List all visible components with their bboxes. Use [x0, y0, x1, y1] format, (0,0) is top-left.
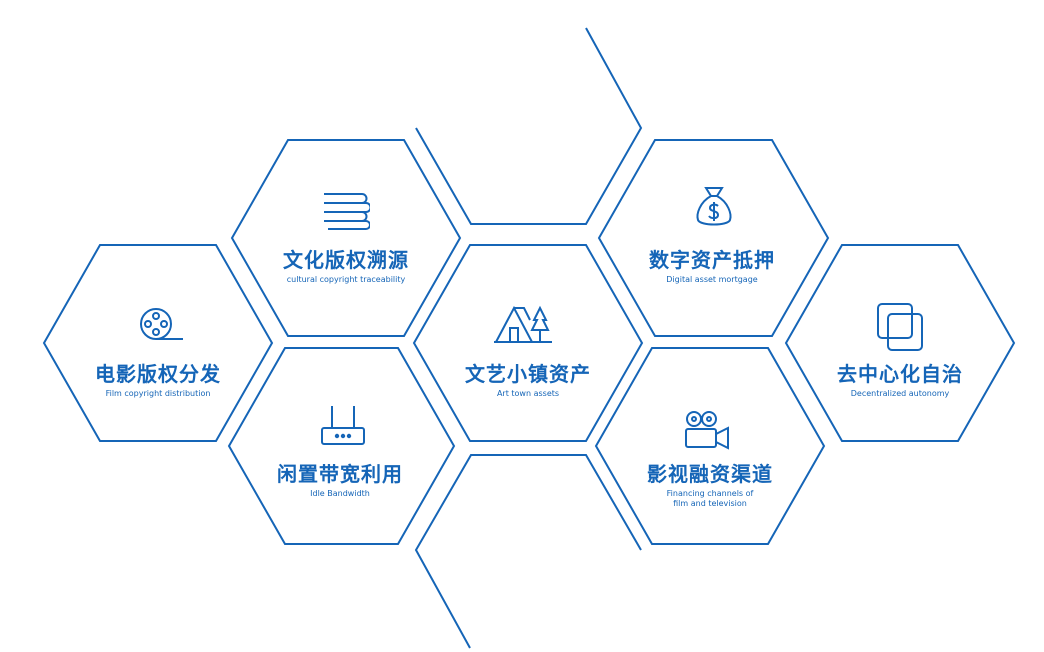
film-reel-icon: [138, 308, 184, 342]
layers-icon: [876, 302, 924, 352]
hex-outline-art-town: [412, 244, 644, 442]
hex-title: 数字资产抵押: [649, 248, 775, 272]
partial-hex-bottom: [414, 454, 642, 649]
hex-subtitle: Art town assets: [496, 389, 560, 398]
hex-subtitle: Digital asset mortgage: [666, 275, 758, 284]
hex-asset-mortgage: 数字资产抵押 Digital asset mortgage: [612, 248, 812, 285]
hex-outline-asset-mortgage: [597, 139, 830, 337]
hex-outline-film-distribution: [42, 244, 274, 442]
hex-title: 闲置带宽利用: [277, 462, 403, 486]
hex-title: 去中心化自治: [837, 362, 963, 386]
hex-title: 文化版权溯源: [283, 248, 409, 272]
movie-camera-icon: [684, 410, 730, 450]
hex-title: 电影版权分发: [95, 362, 221, 386]
hex-outline-copyright-trace: [230, 139, 462, 337]
hex-title: 文艺小镇资产: [465, 362, 591, 386]
hex-subtitle: Decentralized autonomy: [850, 389, 950, 398]
hex-subtitle: Financing channels of film and televisio…: [666, 489, 754, 508]
hex-outline-decentralized: [784, 244, 1016, 442]
books-icon: [322, 192, 370, 230]
house-trees-icon: [494, 304, 552, 344]
partial-hex-top: [415, 27, 643, 225]
hex-subtitle: Idle Bandwidth: [310, 489, 370, 498]
hex-decentralized: 去中心化自治 Decentralized autonomy: [800, 362, 1000, 399]
hex-film-distribution: 电影版权分发 Film copyright distribution: [58, 362, 258, 399]
hex-subtitle: cultural copyright traceability: [286, 275, 406, 284]
hex-outline-idle-bandwidth: [227, 347, 456, 545]
hex-title: 影视融资渠道: [647, 462, 773, 486]
hex-idle-bandwidth: 闲置带宽利用 Idle Bandwidth: [240, 462, 440, 499]
hex-art-town: 文艺小镇资产 Art town assets: [428, 362, 628, 399]
hex-film-financing: 影视融资渠道 Financing channels of film and te…: [610, 462, 810, 509]
hex-subtitle: Film copyright distribution: [105, 389, 211, 398]
router-icon: [320, 404, 366, 446]
money-bag-icon: [694, 186, 734, 228]
hex-copyright-trace: 文化版权溯源 cultural copyright traceability: [246, 248, 446, 285]
hex-outline-film-financing: [594, 347, 826, 545]
